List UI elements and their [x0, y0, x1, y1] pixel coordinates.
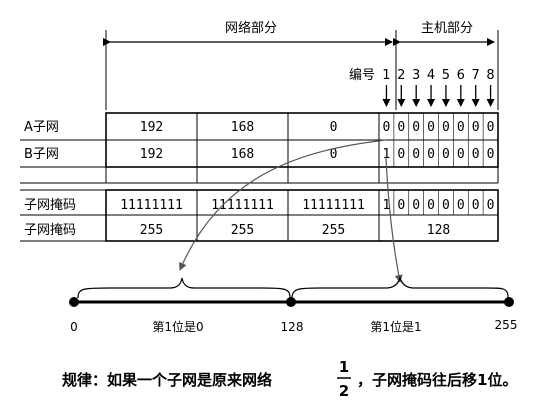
bit-value: 0 [442, 147, 450, 162]
octet-value: 11111111 [302, 198, 365, 213]
bit-number: 5 [442, 68, 450, 83]
range-end-label: 255 [495, 318, 518, 332]
left-range-brace [77, 277, 291, 299]
host-part-bracket [393, 30, 499, 110]
bit-value: 0 [397, 198, 405, 213]
bit-value: 1 [383, 198, 391, 213]
bit-number: 1 [382, 68, 390, 83]
right-range-caption: 第1位是1 [370, 319, 421, 334]
bit-value: 0 [442, 120, 450, 135]
bit-value: 0 [397, 147, 405, 162]
bit-value: 0 [472, 147, 480, 162]
octet-value: 168 [231, 120, 254, 135]
bit-value: 0 [412, 120, 420, 135]
bit-value: 1 [383, 147, 391, 162]
octet-value: 255 [231, 223, 254, 238]
octet-value: 0 [330, 120, 338, 135]
range-end-dot [504, 297, 514, 307]
rule-fraction-numerator: 1 [339, 358, 349, 376]
bit-number: 8 [486, 68, 494, 83]
octet-value: 128 [427, 223, 450, 238]
octet-value: 168 [231, 147, 254, 162]
bit-value: 0 [487, 120, 495, 135]
range-mid-dot [286, 297, 296, 307]
left-range-caption: 第1位是0 [152, 319, 203, 334]
range-mid-label: 128 [281, 320, 304, 334]
bit-value: 0 [457, 198, 465, 213]
bit-value: 0 [412, 147, 420, 162]
bit-value: 0 [412, 198, 420, 213]
network-part-label: 网络部分 [225, 20, 277, 36]
bit-number: 2 [397, 68, 405, 83]
bit-value: 0 [383, 120, 391, 135]
octet-value: 255 [140, 223, 163, 238]
bit-value: 0 [472, 120, 480, 135]
bit-value: 0 [397, 120, 405, 135]
bit-value: 0 [427, 147, 435, 162]
arrow-b-to-right-range [385, 157, 403, 283]
host-part-label: 主机部分 [421, 21, 473, 36]
bit-value: 0 [442, 198, 450, 213]
bit-number: 7 [472, 68, 480, 83]
octet-value: 0 [330, 147, 338, 162]
right-range-brace [291, 276, 509, 299]
octet-value: 192 [140, 147, 163, 162]
rule-suffix: ，子网掩码往后移1位。 [357, 371, 517, 389]
bit-number: 4 [427, 68, 435, 83]
range-start-label: 0 [70, 320, 78, 334]
row-label: A子网 [24, 120, 59, 135]
bit-separators [393, 113, 484, 215]
octet-value: 192 [140, 120, 163, 135]
bit-value: 0 [427, 120, 435, 135]
bit-value: 0 [487, 147, 495, 162]
bit-value: 0 [472, 198, 480, 213]
bit-value: 0 [427, 198, 435, 213]
bit-value: 0 [487, 198, 495, 213]
bit-value: 0 [457, 120, 465, 135]
bit-number-label: 编号 [349, 68, 375, 83]
octet-value: 255 [322, 223, 345, 238]
arrow-a-to-left-range [179, 139, 387, 271]
subnet-table [20, 112, 499, 242]
bit-value: 0 [457, 147, 465, 162]
octet-value: 11111111 [211, 198, 274, 213]
bit-arrows [382, 85, 495, 107]
bit-number: 3 [412, 68, 420, 83]
row-label: B子网 [24, 147, 59, 162]
bit-number: 6 [457, 68, 465, 83]
rule-fraction-denominator: 2 [339, 382, 349, 400]
row-label: 子网掩码 [24, 198, 76, 213]
range-start-dot [69, 297, 79, 307]
rule-prefix: 规律：如果一个子网是原来网络 [62, 371, 272, 389]
octet-value: 11111111 [120, 198, 183, 213]
row-label: 子网掩码 [24, 223, 76, 238]
